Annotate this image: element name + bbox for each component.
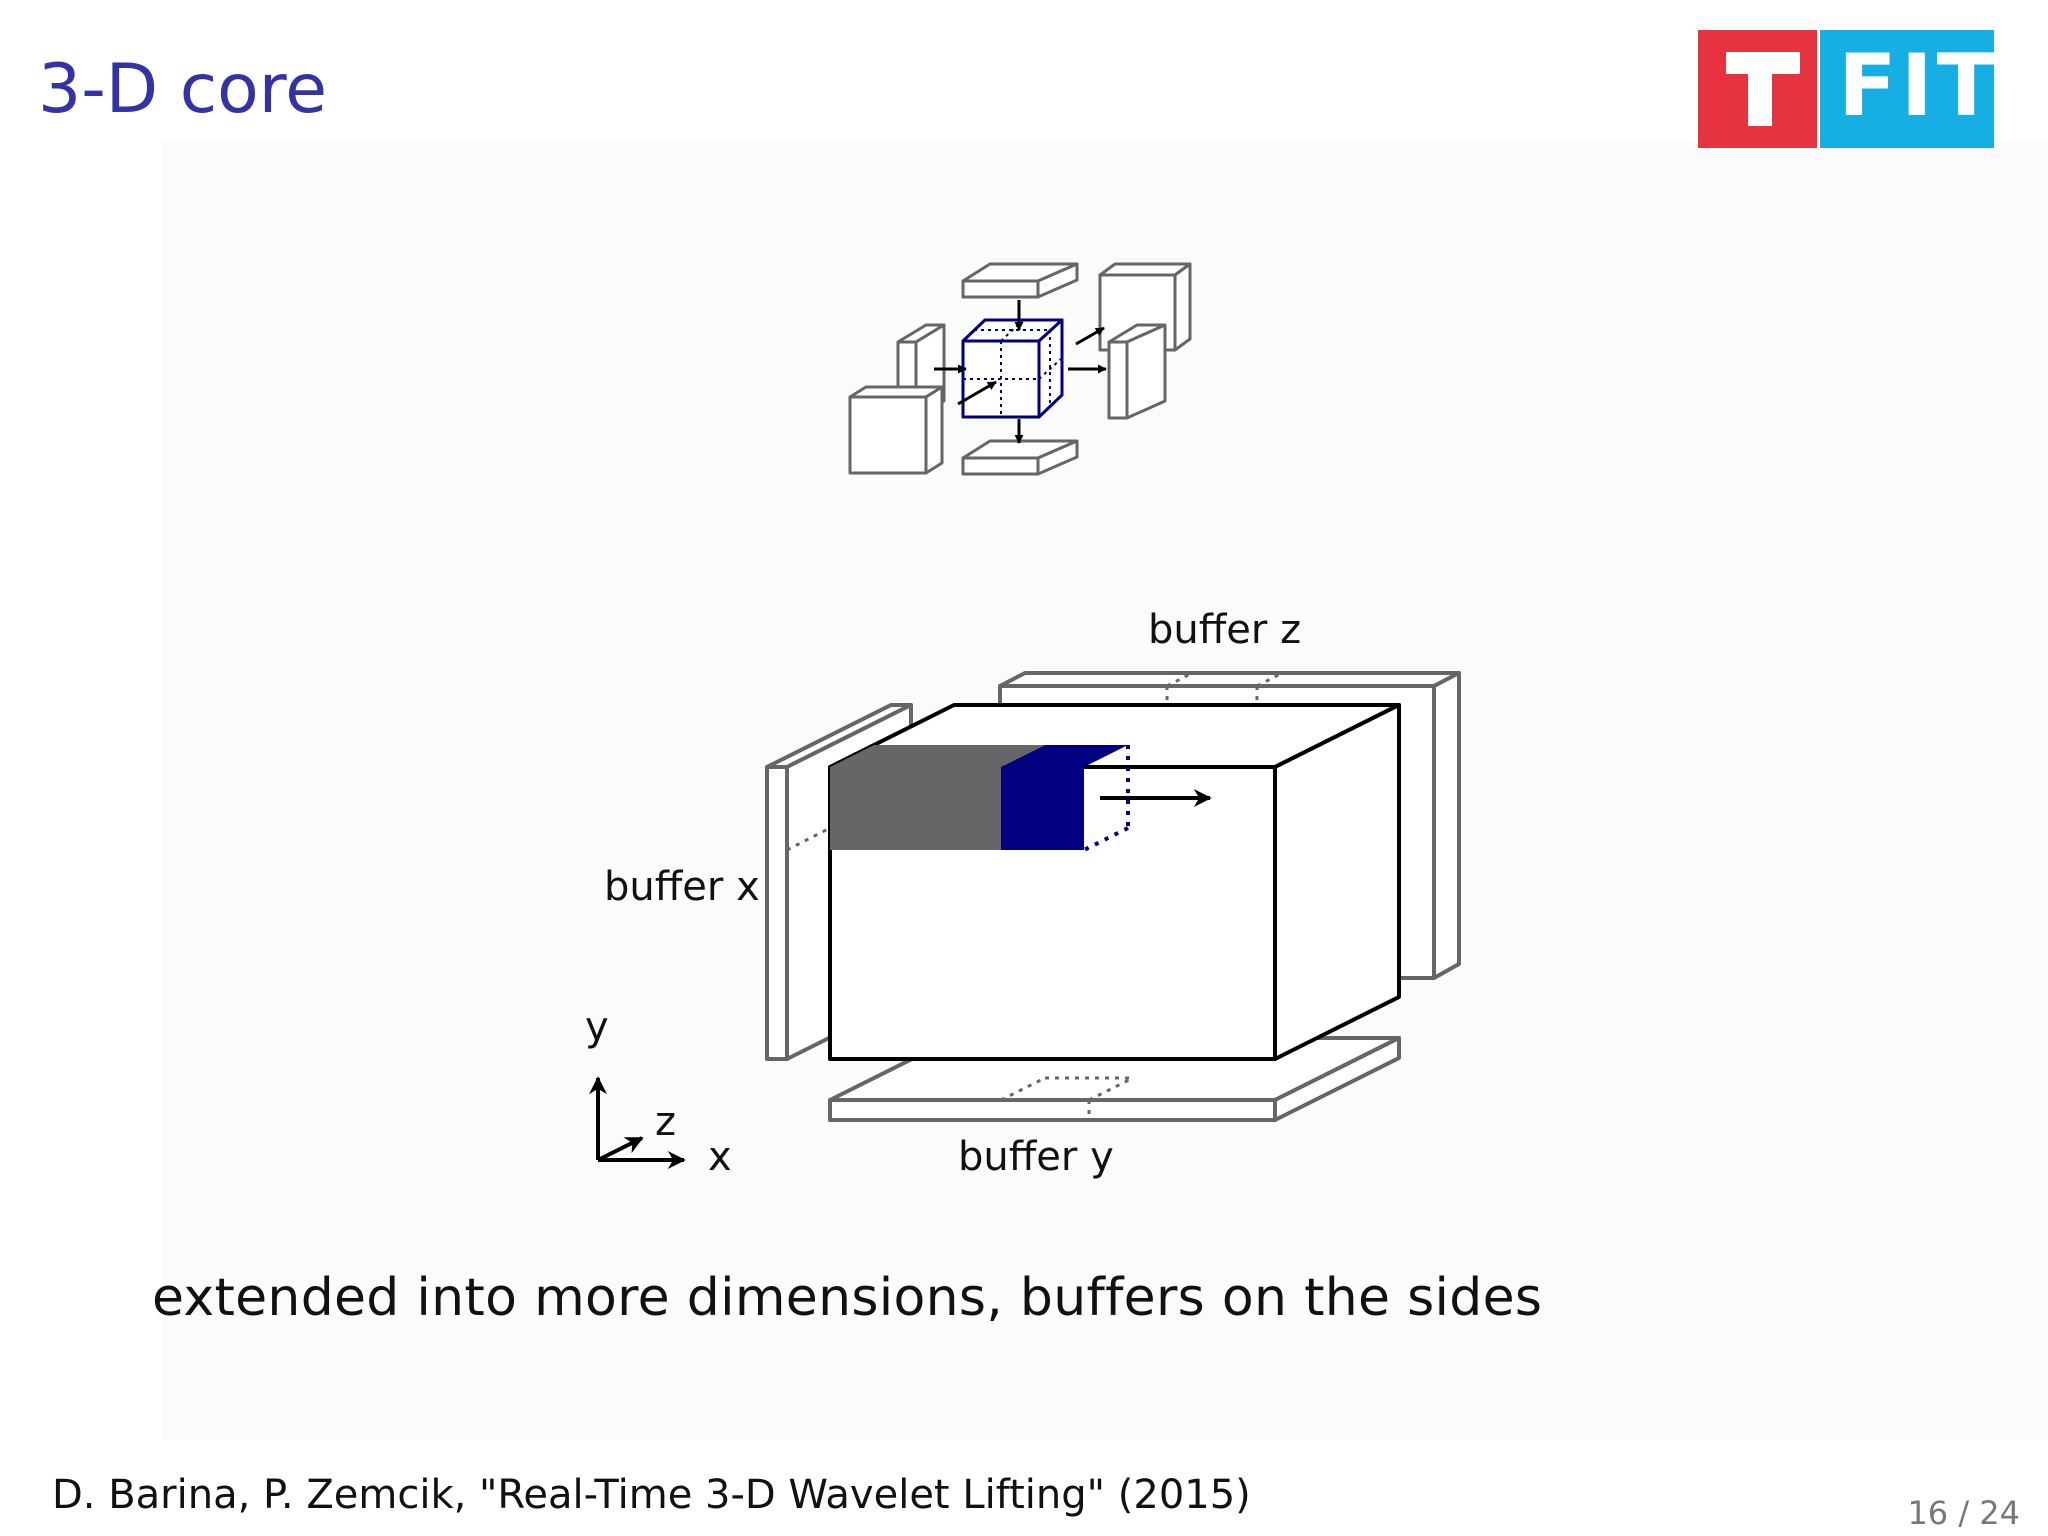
citation: D. Barina, P. Zemcik, "Real-Time 3-D Wav… [52, 1472, 1251, 1518]
axis-indicator [589, 1076, 686, 1169]
small-buffer-bottom [961, 439, 1079, 476]
label-buffer-x: buffer x [604, 864, 760, 910]
core-block [1001, 745, 1130, 852]
fit-logo: FIT [1698, 30, 1995, 148]
label-axis-z: z [655, 1099, 676, 1145]
small-diagram-arrows [934, 300, 1107, 444]
slide-title: 3-D core [38, 50, 328, 129]
logo-fit-text: FIT [1838, 36, 2000, 136]
label-buffer-z: buffer z [1148, 607, 1301, 653]
page-number: 16 / 24 [1907, 1494, 2020, 1532]
logo-fit-block: FIT [1820, 30, 1995, 148]
small-buffer-front-left [848, 385, 944, 475]
slide-caption: extended into more dimensions, buffers o… [152, 1268, 1543, 1328]
processed-region [830, 745, 1045, 850]
logo-t-block [1698, 30, 1817, 148]
small-core-cube [961, 318, 1064, 419]
small-buffer-top [961, 262, 1079, 299]
label-buffer-y: buffer y [958, 1134, 1114, 1180]
label-axis-x: x [708, 1134, 732, 1180]
large-core-diagram [765, 671, 1461, 1122]
small-buffer-back-right [1098, 262, 1192, 352]
label-axis-y: y [585, 1004, 609, 1050]
small-cube-diagram [848, 262, 1192, 476]
logo-t-icon [1726, 52, 1800, 126]
small-buffer-right [1107, 323, 1167, 420]
